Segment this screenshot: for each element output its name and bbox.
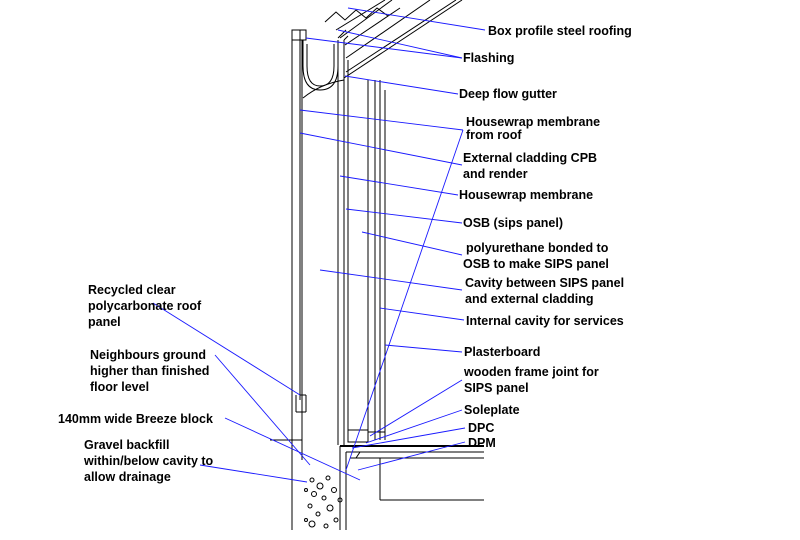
outer-wall	[291, 29, 307, 530]
label-internal-cavity: Internal cavity for services	[466, 314, 624, 328]
label-dpm: DPM	[468, 436, 496, 450]
label-cavity-2: and external cladding	[465, 292, 594, 306]
label-cladding-2: and render	[463, 167, 528, 181]
label-housewrap-roof-2: from roof	[466, 128, 522, 142]
label-neighbours-1: Neighbours ground	[90, 348, 206, 362]
label-neighbours-2: higher than finished	[90, 364, 209, 378]
label-neighbours-3: floor level	[90, 380, 149, 394]
label-cladding-1: External cladding CPB	[463, 151, 597, 165]
leader-lines	[152, 7, 486, 483]
label-roofing: Box profile steel roofing	[488, 24, 632, 38]
label-frame-joint-1: wooden frame joint for	[463, 365, 599, 379]
label-soleplate: Soleplate	[464, 403, 520, 417]
label-polycarb-3: panel	[88, 315, 121, 329]
label-polyurethane-1: polyurethane bonded to	[466, 241, 609, 255]
label-polycarb-2: polycarbonate roof	[88, 299, 202, 313]
label-dpc: DPC	[468, 421, 494, 435]
label-gravel-2: within/below cavity to	[83, 454, 214, 468]
label-plasterboard: Plasterboard	[464, 345, 540, 359]
roof	[324, 0, 463, 79]
label-polyurethane-2: OSB to make SIPS panel	[463, 257, 609, 271]
label-breeze-block: 140mm wide Breeze block	[58, 412, 213, 426]
label-housewrap-roof-1: Housewrap membrane	[466, 115, 600, 129]
label-polycarb-1: Recycled clear	[88, 283, 176, 297]
label-flashing: Flashing	[463, 51, 514, 65]
gutter	[302, 40, 345, 99]
gravel-backfill	[304, 475, 343, 529]
label-osb: OSB (sips panel)	[463, 216, 563, 230]
label-frame-joint-2: SIPS panel	[464, 381, 529, 395]
sips-wall	[337, 29, 386, 445]
label-gravel-1: Gravel backfill	[84, 438, 169, 452]
label-gutter: Deep flow gutter	[459, 87, 557, 101]
label-housewrap: Housewrap membrane	[459, 188, 593, 202]
label-gravel-3: allow drainage	[84, 470, 171, 484]
label-cavity-1: Cavity between SIPS panel	[465, 276, 624, 290]
